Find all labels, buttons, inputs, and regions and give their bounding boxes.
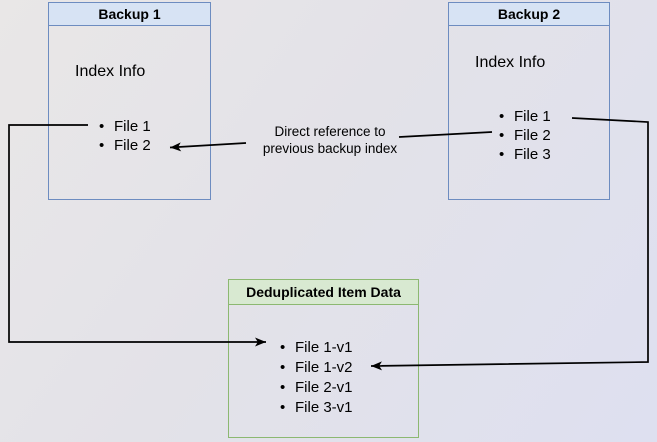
dedup-title: Deduplicated Item Data <box>229 280 418 305</box>
backup1-title: Backup 1 <box>49 3 210 26</box>
annotation-line1: Direct reference to <box>274 124 386 139</box>
direct-reference-annotation: Direct reference to previous backup inde… <box>238 123 422 157</box>
list-item: File 2 <box>499 126 551 145</box>
list-item: File 1-v1 <box>280 338 353 358</box>
list-item: File 1 <box>499 107 551 126</box>
backup2-title: Backup 2 <box>449 3 609 26</box>
list-item: File 3 <box>499 145 551 164</box>
dedup-file-list: File 1-v1 File 1-v2 File 2-v1 File 3-v1 <box>280 338 353 418</box>
dedup-box: Deduplicated Item Data File 1-v1 File 1-… <box>228 279 419 438</box>
backup1-file-list: File 1 File 2 <box>99 117 151 155</box>
backup2-file-list: File 1 File 2 File 3 <box>499 107 551 164</box>
backup1-index-info-label: Index Info <box>75 63 146 80</box>
backup1-box: Backup 1 Index Info File 1 File 2 <box>48 2 211 200</box>
backup2-index-info-label: Index Info <box>475 54 546 71</box>
list-item: File 1-v2 <box>280 358 353 378</box>
list-item: File 3-v1 <box>280 398 353 418</box>
annotation-line2: previous backup index <box>262 141 398 156</box>
list-item: File 2-v1 <box>280 378 353 398</box>
list-item: File 1 <box>99 117 151 136</box>
backup2-box: Backup 2 Index Info File 1 File 2 File 3 <box>448 2 610 200</box>
list-item: File 2 <box>99 136 151 155</box>
